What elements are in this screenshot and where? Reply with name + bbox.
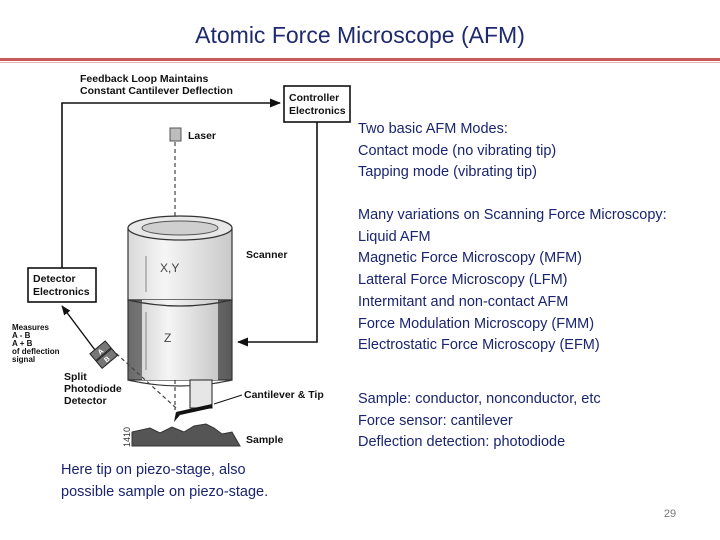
mode-item: Tapping mode (vibrating tip) [358,164,537,181]
note-line: Here tip on piezo-stage, also [61,462,246,478]
measures-label: Measures A - B A + B of deflection signa… [12,323,62,364]
figure-code: 1410 [122,427,132,447]
tip-holder [189,379,213,409]
properties-block: Sample: conductor, nonconductor, etc For… [358,389,601,454]
split-photodiode: A B [89,340,119,370]
variation-item: Intermitant and non-contact AFM [358,293,569,310]
svg-text:B: B [103,356,111,365]
variation-item: Liquid AFM [358,228,431,245]
controller-to-scanner-line [236,122,318,347]
laser-icon [169,127,182,142]
property-item: Force sensor: cantilever [358,412,513,429]
variation-item: Latteral Force Microscopy (LFM) [358,272,568,289]
controller-label: Controller Electronics [289,92,346,117]
modes-heading: Two basic AFM Modes: [358,121,508,137]
sample-surface [131,423,241,447]
reflected-beam [107,345,177,409]
cantilever-label: Cantilever & Tip [244,389,324,401]
mode-item: Contact mode (no vibrating tip) [358,142,557,159]
afm-diagram: Feedback Loop Maintains Constant Cantile… [12,73,351,447]
scanner-label: Scanner [246,249,287,261]
z-label: Z [164,331,171,345]
detector-label: Detector Electronics [33,273,90,298]
note-block: Here tip on piezo-stage, also possible s… [61,460,268,503]
laser-label: Laser [188,130,216,142]
photodiode-label: Split Photodiode Detector [64,371,125,407]
cantilever [176,404,212,415]
tip [174,412,180,422]
xy-label: X,Y [160,261,179,275]
sample-label: Sample [246,434,284,446]
page-number: 29 [663,508,677,520]
property-item: Sample: conductor, nonconductor, etc [358,391,601,407]
feedback-loop-line [61,98,282,268]
afm-modes-block: Two basic AFM Modes: Contact mode (no vi… [358,119,556,184]
title-divider-thin [0,62,720,63]
feedback-label: Feedback Loop Maintains Constant Cantile… [80,73,233,97]
variation-item: Electrostatic Force Microscopy (EFM) [358,337,600,354]
controller-box [283,85,351,123]
note-line: possible sample on piezo-stage. [61,483,269,500]
variation-item: Magnetic Force Microscopy (MFM) [358,250,582,267]
photodiode-to-detector-line [61,305,96,351]
variation-item: Force Modulation Microscopy (FMM) [358,315,595,332]
slide-title: Atomic Force Microscope (AFM) [195,22,525,48]
variations-block: Many variations on Scanning Force Micros… [358,205,667,357]
variations-heading: Many variations on Scanning Force Micros… [358,207,667,223]
title-divider [0,58,720,61]
property-item: Deflection detection: photodiode [358,434,566,451]
svg-text:A: A [97,348,105,357]
detector-electronics-box [27,267,97,303]
